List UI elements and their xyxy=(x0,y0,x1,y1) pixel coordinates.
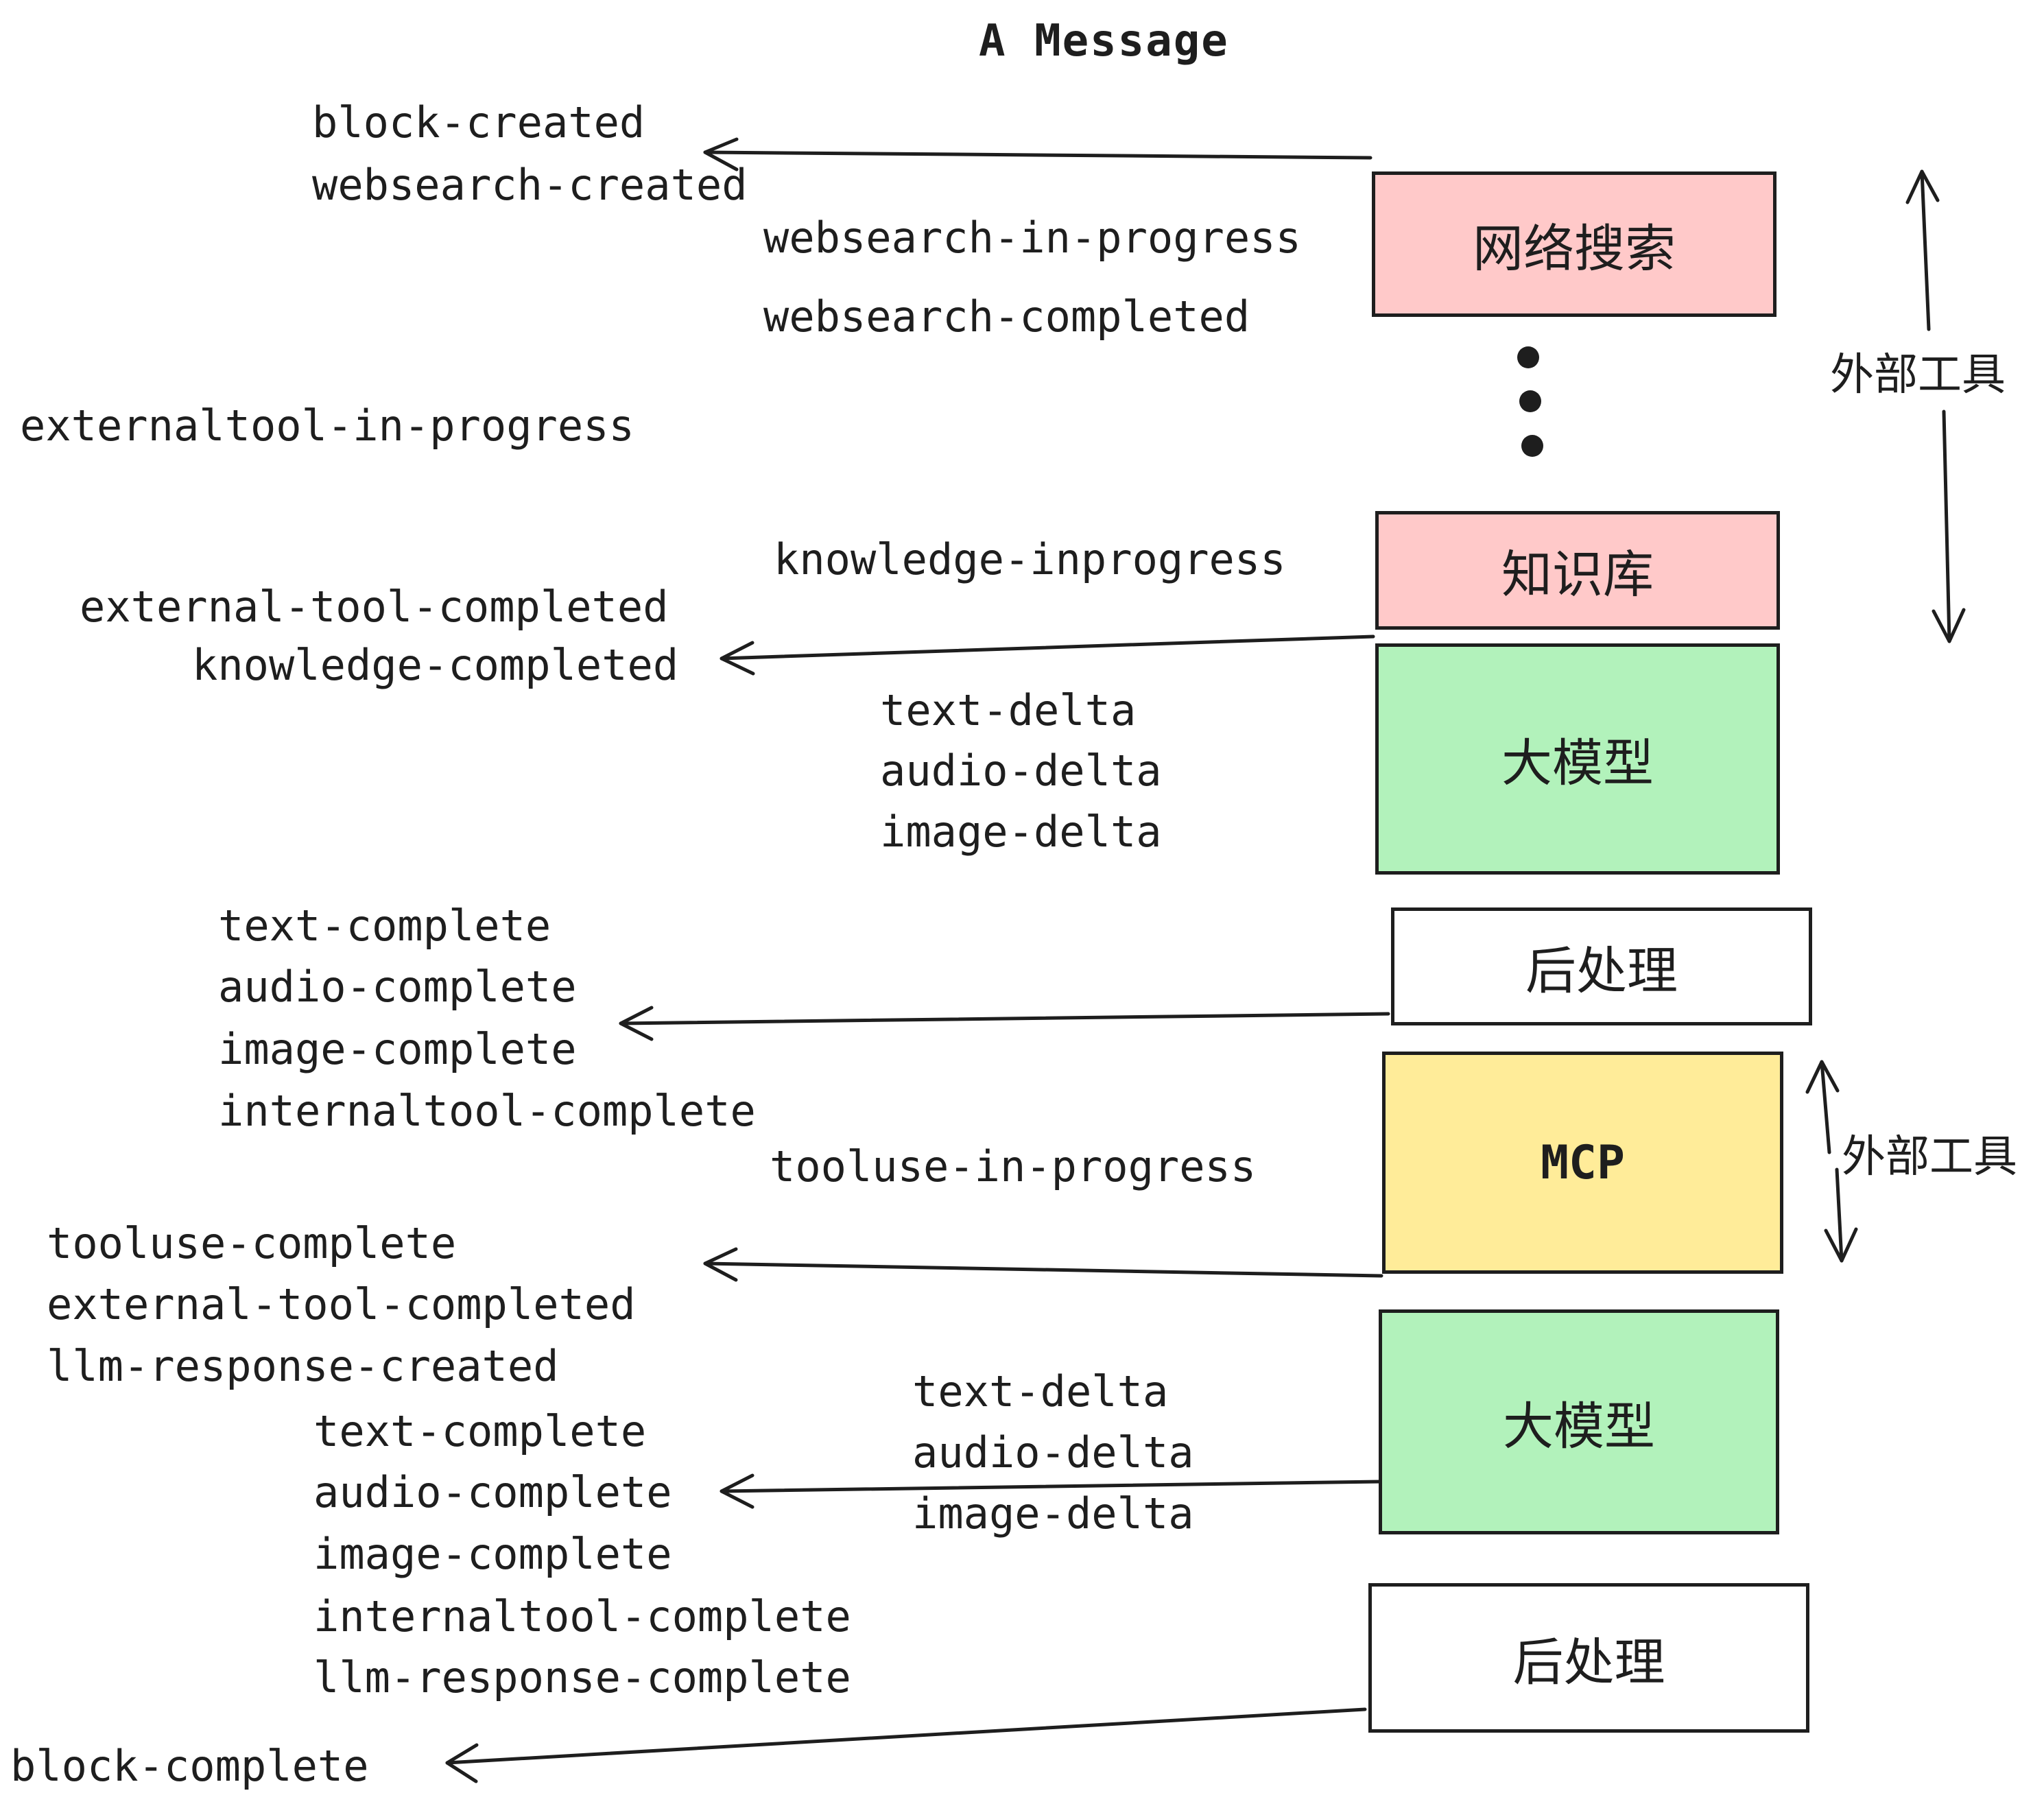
node-llm-upper: 大模型 xyxy=(1375,643,1780,875)
event-label-websearch-created: websearch-created xyxy=(312,160,748,210)
node-llm-lower: 大模型 xyxy=(1379,1309,1779,1534)
node-postprocess-lower: 后处理 xyxy=(1368,1583,1809,1733)
event-label-text-delta-lower: text-delta xyxy=(912,1366,1169,1416)
node-mcp-label: MCP xyxy=(1541,1135,1625,1190)
event-label-internaltool-complete-upper: internaltool-complete xyxy=(218,1086,756,1136)
event-label-websearch-in-progress: websearch-in-progress xyxy=(763,213,1301,263)
arrow-to-image-complete xyxy=(619,1006,1390,1041)
external-tools-lower-label: 外部工具 xyxy=(1842,1132,2017,1183)
arrow-to-tooluse-complete xyxy=(703,1247,1383,1282)
event-label-websearch-completed: websearch-completed xyxy=(763,292,1250,342)
ellipsis-dots xyxy=(1517,346,1543,457)
node-llm-upper-label: 大模型 xyxy=(1501,734,1654,793)
event-label-internaltool-complete-lower: internaltool-complete xyxy=(313,1591,851,1641)
diagram-title: A Message xyxy=(979,16,1229,67)
node-mcp: MCP xyxy=(1382,1052,1783,1274)
event-label-tooluse-complete: tooluse-complete xyxy=(47,1218,457,1268)
event-label-tooluse-in-progress: tooluse-in-progress xyxy=(770,1141,1257,1191)
event-label-block-created: block-created xyxy=(312,97,645,147)
node-postprocess-lower-label: 后处理 xyxy=(1512,1633,1665,1692)
event-label-knowledge-inprogress: knowledge-inprogress xyxy=(774,534,1286,584)
external-tools-upper-up-arrow xyxy=(1905,169,1940,331)
node-knowledge-label: 知识库 xyxy=(1501,545,1654,604)
node-postprocess-upper: 后处理 xyxy=(1391,907,1812,1025)
arrow-to-knowledge-completed xyxy=(720,634,1375,676)
event-label-audio-complete-lower: audio-complete xyxy=(313,1467,672,1517)
node-postprocess-upper-label: 后处理 xyxy=(1525,941,1678,1001)
node-websearch-label: 网络搜索 xyxy=(1473,219,1676,278)
arrow-to-block-complete xyxy=(445,1707,1367,1783)
event-label-llm-response-created: llm-response-created xyxy=(47,1341,559,1391)
event-label-llm-response-complete: llm-response-complete xyxy=(313,1652,851,1702)
event-label-text-complete-upper: text-complete xyxy=(218,901,551,951)
event-label-text-complete-lower: text-complete xyxy=(313,1406,647,1456)
event-label-text-delta-upper: text-delta xyxy=(880,685,1137,735)
node-llm-lower-label: 大模型 xyxy=(1503,1397,1655,1456)
event-label-audio-delta-lower: audio-delta xyxy=(912,1427,1194,1477)
event-label-image-delta-lower: image-delta xyxy=(912,1488,1194,1539)
node-websearch: 网络搜索 xyxy=(1372,171,1776,317)
external-tools-upper-down-arrow xyxy=(1932,410,1966,643)
event-label-audio-delta-upper: audio-delta xyxy=(880,746,1162,796)
external-tools-upper-label: 外部工具 xyxy=(1830,350,2006,401)
event-label-image-complete-upper: image-complete xyxy=(218,1024,577,1074)
event-label-image-complete-lower: image-complete xyxy=(313,1529,672,1579)
event-label-block-complete: block-complete xyxy=(10,1741,369,1791)
event-label-externaltool-in-progress: externaltool-in-progress xyxy=(20,401,634,451)
event-label-external-tool-completed: external-tool-completed xyxy=(80,582,669,632)
node-knowledge: 知识库 xyxy=(1375,511,1780,630)
event-label-external-tool-completed-lower: external-tool-completed xyxy=(47,1279,636,1329)
event-label-image-delta-upper: image-delta xyxy=(880,807,1162,857)
arrow-to-websearch-created xyxy=(703,137,1372,171)
external-tools-lower-up-arrow xyxy=(1805,1060,1840,1154)
event-label-audio-complete-upper: audio-complete xyxy=(218,962,577,1012)
event-label-knowledge-completed: knowledge-completed xyxy=(192,640,679,690)
